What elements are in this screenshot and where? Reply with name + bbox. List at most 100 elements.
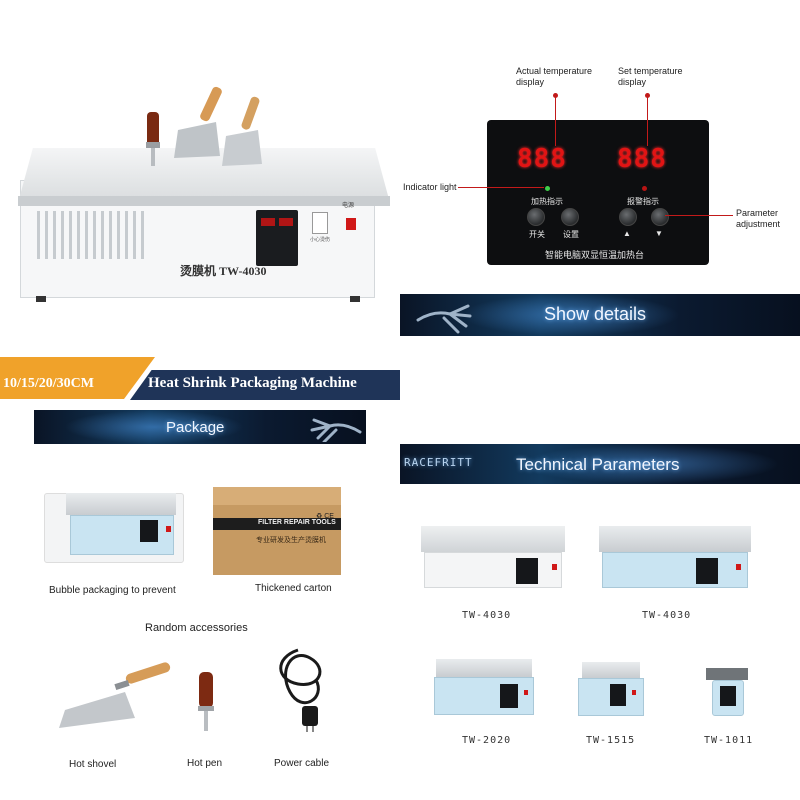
recycle-ce-mark: ♻ CE	[316, 513, 334, 520]
carton-subtitle: 专业研发及生产烫膜机	[256, 537, 326, 544]
model-switch	[736, 564, 741, 570]
vent	[77, 211, 80, 259]
banner-glow	[64, 410, 244, 444]
callout-line	[458, 187, 544, 188]
power-switch-label: 电源	[342, 203, 355, 209]
hot-shovel-icon	[59, 662, 171, 728]
vent	[93, 211, 96, 259]
carton-band	[213, 518, 341, 530]
machine-foot	[350, 296, 360, 302]
vent	[61, 211, 64, 259]
model-panel	[610, 684, 626, 706]
setting-button[interactable]	[561, 208, 579, 226]
machine-plate-edge	[18, 196, 390, 206]
mini-machine-body	[70, 515, 174, 555]
product-title: Heat Shrink Packaging Machine	[148, 375, 357, 391]
mini-switch	[166, 526, 171, 532]
banner-glow	[520, 444, 780, 484]
model-body	[434, 677, 534, 715]
mini-machine-plate	[66, 493, 176, 515]
model-plate	[706, 668, 748, 680]
vent	[37, 211, 40, 259]
model-plate	[436, 659, 532, 677]
model-switch	[552, 564, 557, 570]
size-tag-text: 10/15/20/30CM	[3, 376, 94, 391]
carton-top	[213, 487, 341, 505]
package-banner: Package	[34, 410, 366, 444]
heat-indicator-label: 加热指示	[531, 197, 563, 206]
model-body	[424, 552, 562, 588]
power-cable-icon	[279, 648, 322, 732]
hot-shovel-icon	[174, 86, 222, 158]
callout-line	[555, 96, 556, 146]
model-panel	[696, 558, 718, 584]
vent	[101, 211, 104, 259]
package-title: Package	[166, 419, 225, 436]
vent	[117, 211, 120, 259]
vent	[85, 211, 88, 259]
callout-actual-temperature: Actual temperature display	[516, 66, 593, 87]
up-button[interactable]	[619, 208, 637, 226]
power-switch	[346, 218, 356, 230]
hot-pen-icon	[198, 672, 214, 731]
mini-machine-panel	[140, 520, 158, 542]
product-title-bar	[130, 370, 400, 400]
set-temperature-display: 888	[617, 144, 667, 174]
callout-parameter-adjustment: Parameter adjustment	[736, 208, 781, 229]
model-plate	[582, 662, 640, 678]
callout-line	[665, 215, 733, 216]
show-details-title: Show details	[544, 304, 647, 324]
technical-parameters-banner: RACEFRITT Technical Parameters	[400, 444, 800, 484]
model-caption: TW-1011	[704, 735, 754, 746]
actual-temperature-display: 888	[517, 144, 567, 174]
digit-display	[261, 218, 275, 226]
accessory-caption: Hot shovel	[69, 759, 117, 770]
callout-indicator-light: Indicator light	[403, 182, 457, 192]
vent	[141, 211, 144, 259]
vent	[125, 211, 128, 259]
digit-display	[279, 218, 293, 226]
down-arrow-icon: ▼	[655, 229, 663, 238]
control-panel: 888 888 加热指示 报警指示 开关 设置 ▲ ▼ 智能电脑双显恒温加热台	[487, 120, 709, 265]
model-panel	[516, 558, 538, 584]
robot-hand-icon	[310, 418, 362, 442]
robot-hand-icon	[416, 304, 472, 334]
setting-button-label: 设置	[563, 230, 579, 239]
panel-footer: 智能电脑双显恒温加热台	[545, 250, 645, 260]
model-caption: TW-2020	[462, 735, 512, 746]
power-button[interactable]	[527, 208, 545, 226]
show-details-banner: Show details	[400, 294, 800, 336]
machine-control-panel	[256, 210, 298, 266]
carton-print: FILTER REPAIR TOOLS	[258, 519, 336, 526]
alarm-indicator-led	[642, 186, 647, 191]
down-button[interactable]	[651, 208, 669, 226]
model-caption: TW-4030	[462, 610, 512, 621]
hot-pen-icon	[146, 112, 160, 166]
vent	[109, 211, 112, 259]
model-plate	[599, 526, 751, 552]
hot-shovel-icon	[222, 96, 262, 166]
up-arrow-icon: ▲	[623, 229, 631, 238]
machine-model-label: 烫膜机 TW-4030	[180, 264, 267, 278]
vent	[133, 211, 136, 259]
burn-warning-icon	[312, 212, 328, 234]
callout-dot	[553, 93, 558, 98]
accessories-title: Random accessories	[145, 622, 248, 634]
technical-prefix: RACEFRITT	[404, 456, 473, 469]
model-panel	[720, 686, 736, 706]
burn-warning-label: 小心烫伤	[310, 237, 331, 243]
technical-parameters-title: Technical Parameters	[516, 455, 680, 474]
callout-dot	[645, 93, 650, 98]
accessory-caption: Hot pen	[187, 758, 223, 769]
machine-foot	[36, 296, 46, 302]
model-panel	[500, 684, 518, 708]
model-body	[602, 552, 748, 588]
model-switch	[632, 690, 636, 695]
carton-caption: Thickened carton	[255, 583, 332, 594]
callout-line	[647, 96, 648, 146]
accessory-caption: Power cable	[274, 758, 330, 769]
model-caption: TW-1515	[586, 735, 636, 746]
vent	[69, 211, 72, 259]
power-button-label: 开关	[529, 230, 545, 239]
model-caption: TW-4030	[642, 610, 692, 621]
